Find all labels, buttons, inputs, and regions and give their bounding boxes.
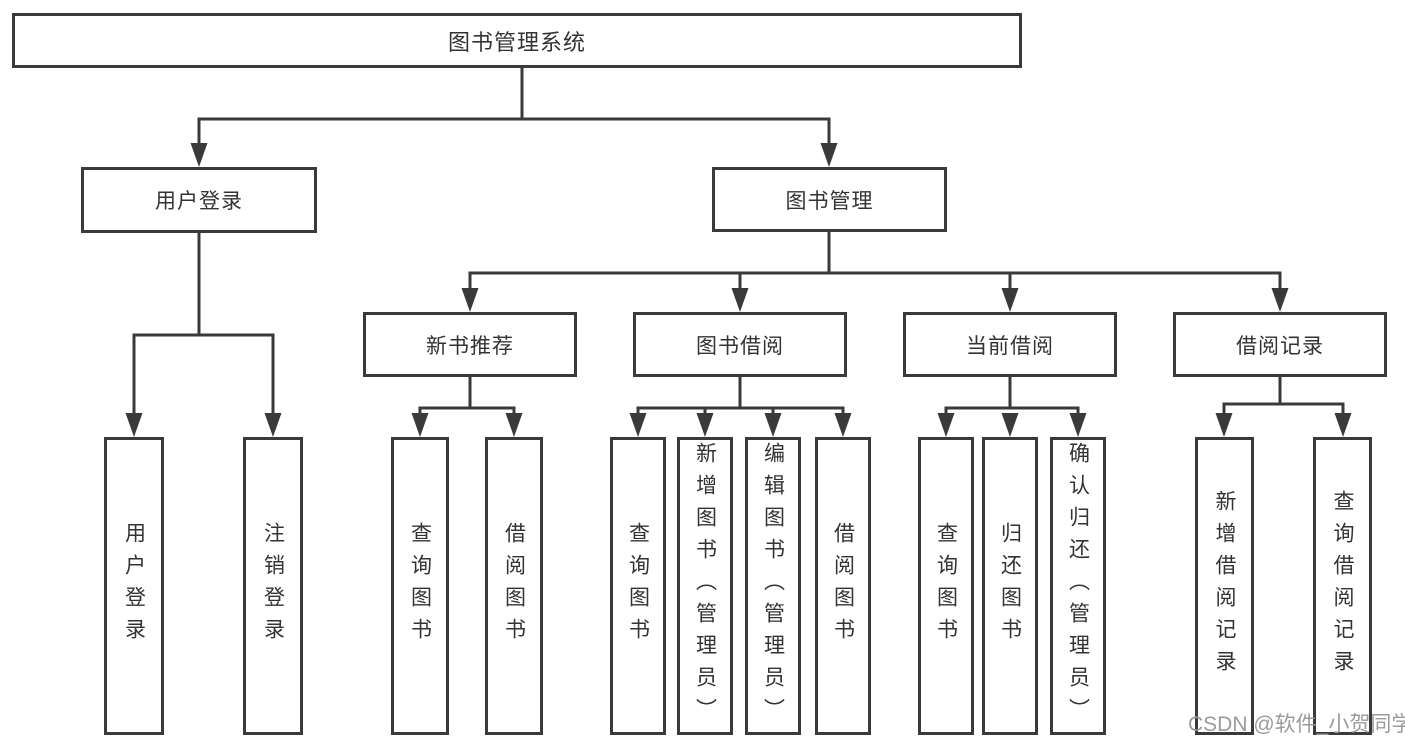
node-label: 图书管理 (785, 189, 874, 213)
node-new-book-recommend: 新书推荐 (363, 312, 577, 377)
leaf-label: 确认归还（管理员） (1066, 442, 1090, 730)
leaf-label: 用户登录 (122, 522, 146, 650)
leaf-query-books-recommend: 查询图书 (391, 437, 449, 735)
leaf-borrow-books-recommend: 借阅图书 (485, 437, 543, 735)
leaf-confirm-return-admin: 确认归还（管理员） (1050, 437, 1106, 735)
leaf-edit-books-admin: 编辑图书（管理员） (745, 437, 801, 735)
leaf-add-books-admin: 新增图书（管理员） (677, 437, 733, 735)
leaf-label: 新增借阅记录 (1213, 490, 1237, 682)
leaf-query-books-borrow: 查询图书 (610, 437, 666, 735)
node-label: 新书推荐 (426, 334, 514, 358)
node-label: 图书借阅 (696, 334, 784, 358)
leaf-label: 新增图书（管理员） (693, 442, 717, 730)
leaf-label: 借阅图书 (502, 522, 526, 650)
leaf-label: 归还图书 (998, 522, 1022, 650)
node-current-borrowing: 当前借阅 (903, 312, 1117, 377)
node-label: 当前借阅 (966, 334, 1054, 358)
leaf-query-books-current: 查询图书 (918, 437, 974, 735)
node-borrowing-records: 借阅记录 (1173, 312, 1387, 377)
csdn-watermark: CSDN @软件_小贺同学 (1188, 713, 1405, 736)
leaf-add-borrow-record: 新增借阅记录 (1195, 437, 1254, 735)
leaf-query-borrow-record: 查询借阅记录 (1313, 437, 1372, 735)
leaf-logout: 注销登录 (243, 437, 303, 735)
node-book-management: 图书管理 (712, 167, 947, 232)
leaf-label: 借阅图书 (831, 522, 855, 650)
node-book-borrowing: 图书借阅 (633, 312, 847, 377)
node-label: 借阅记录 (1236, 334, 1324, 358)
node-library-system: 图书管理系统 (12, 13, 1022, 68)
node-label: 用户登录 (155, 190, 243, 213)
leaf-label: 查询图书 (626, 522, 650, 650)
leaf-label: 查询借阅记录 (1331, 490, 1355, 682)
node-user-login: 用户登录 (81, 167, 317, 233)
leaf-label: 编辑图书（管理员） (761, 442, 785, 730)
leaf-return-books: 归还图书 (982, 437, 1038, 735)
leaf-label: 查询图书 (934, 522, 958, 650)
leaf-label: 注销登录 (261, 522, 285, 650)
leaf-user-login: 用户登录 (104, 437, 164, 735)
leaf-borrow-books: 借阅图书 (815, 437, 871, 735)
node-label: 图书管理系统 (447, 29, 586, 55)
leaf-label: 查询图书 (408, 522, 432, 650)
